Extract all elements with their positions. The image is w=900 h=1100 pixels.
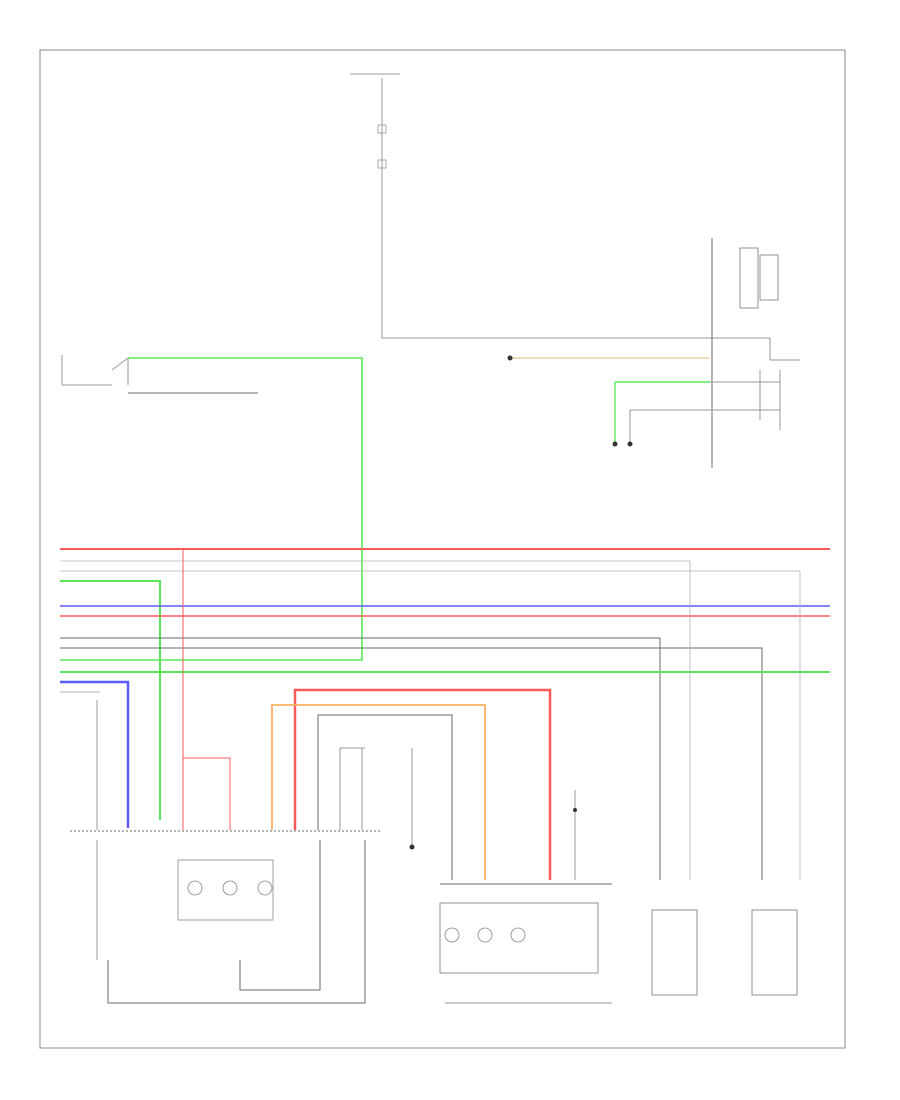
center-ground <box>409 790 577 880</box>
left-lamp-assembly <box>96 840 366 1004</box>
door-switch-block <box>61 355 258 394</box>
diagram-border <box>39 49 846 1049</box>
main-bus <box>60 548 830 880</box>
left-cargo-lamp <box>651 909 698 996</box>
top-fuse-block <box>350 73 770 339</box>
junction-block <box>680 238 800 468</box>
right-ground <box>507 355 710 447</box>
right-lamp-assembly <box>439 883 612 1004</box>
left-lamp-pins <box>70 700 413 832</box>
right-cargo-lamp <box>751 909 798 996</box>
